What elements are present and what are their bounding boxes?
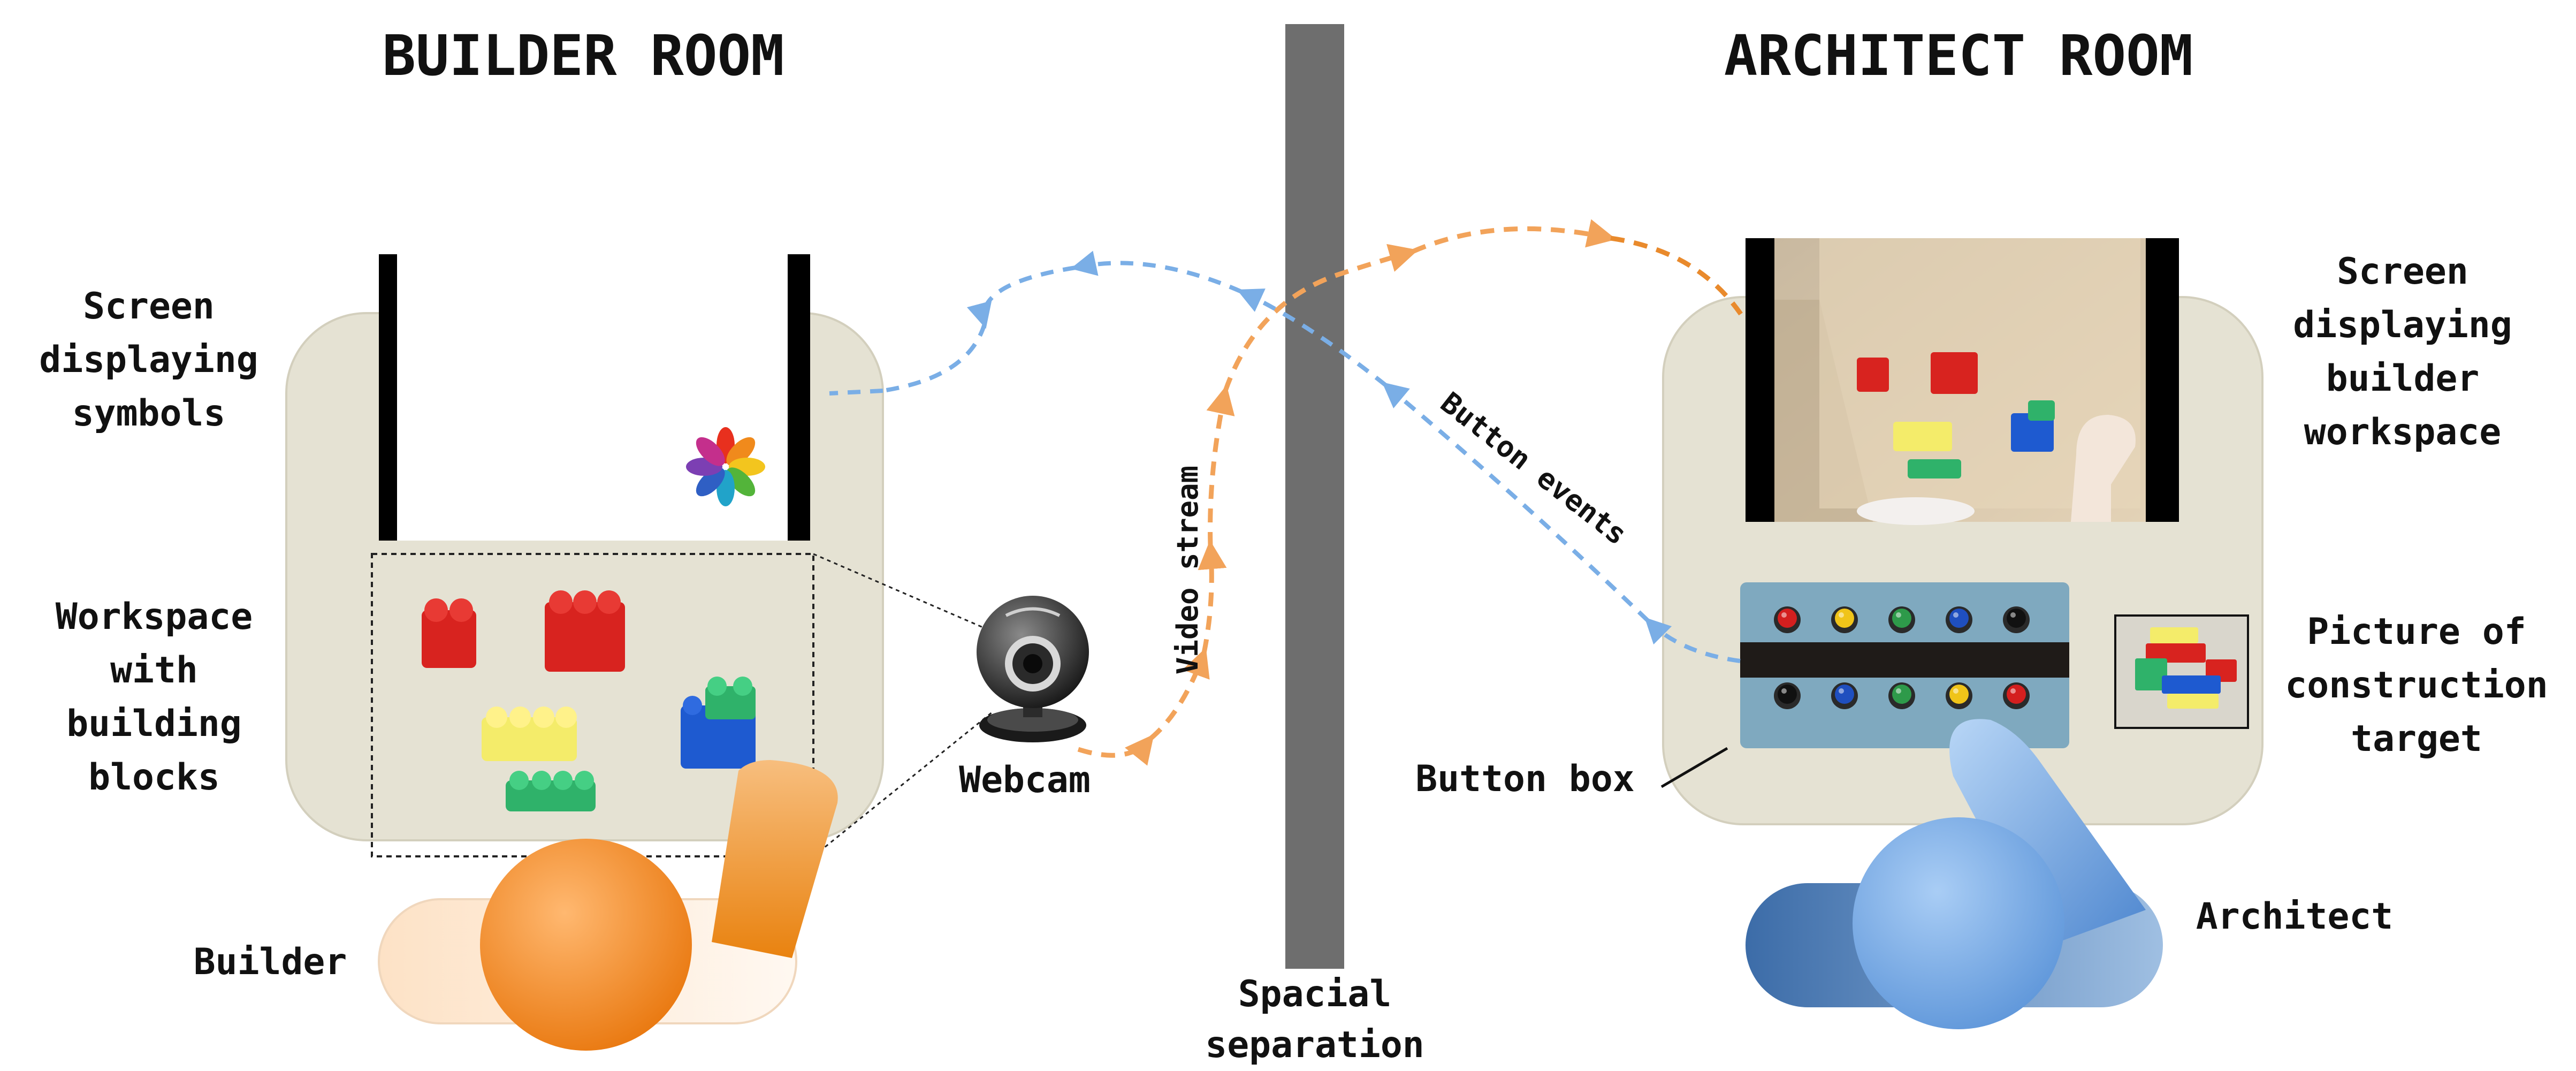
target-picture-caption: Picture of construction target (2285, 611, 2548, 760)
architect-label: Architect (2196, 895, 2393, 938)
feed-block-red-2 (1931, 352, 1978, 394)
block-green (506, 771, 596, 811)
webcam-icon (977, 596, 1089, 742)
block-blue-green-stack (681, 677, 756, 769)
separation-wall (1285, 24, 1344, 969)
bottom-button-4 (1946, 682, 1972, 709)
architect-workspace-screen (1746, 238, 2179, 525)
architect-room-title: ARCHITECT ROOM (1724, 23, 2193, 88)
workspace-projection-line-bottom (813, 711, 993, 857)
top-button-5 (2003, 606, 2030, 633)
button-box-pointer (1660, 747, 1728, 788)
top-button-3 (1888, 606, 1915, 633)
architect-screen-label-line2: displaying (2293, 304, 2512, 346)
builder-screen-label-line3: symbols (72, 392, 226, 435)
block-yellow (482, 707, 577, 761)
top-button-2 (1831, 606, 1858, 633)
feed-block-red-1 (1857, 358, 1889, 392)
builder-workspace-label-line3: building (66, 703, 242, 745)
builder-screen-label-line2: displaying (39, 339, 258, 381)
builder-screen-label-line1: Screen (83, 285, 215, 328)
workspace-projection-line-top (813, 553, 993, 633)
construction-target-picture (2114, 614, 2249, 729)
builder-workspace-caption: Workspace with building blocks (56, 596, 253, 799)
builder-figure (378, 760, 838, 1051)
symbol-pinwheel-icon (686, 427, 765, 506)
feed-block-green (1908, 459, 1961, 478)
button-box-label: Button box (1415, 758, 1634, 800)
top-button-4 (1946, 606, 1972, 633)
builder-workspace-label-line4: blocks (88, 756, 220, 799)
architect-screen-label-line3: builder (2326, 358, 2480, 400)
builder-symbol-screen (379, 254, 810, 541)
architect-screen-label-line1: Screen (2337, 250, 2468, 293)
feed-hand (2071, 415, 2136, 522)
block-red-small (422, 598, 476, 668)
architect-screen-label-line4: workspace (2304, 411, 2501, 453)
button-events-arrow (829, 250, 1741, 663)
builder-room-title: BUILDER ROOM (382, 23, 784, 88)
top-button-1 (1774, 606, 1801, 633)
video-stream-arrow (1077, 219, 1748, 766)
builder-label: Builder (194, 941, 347, 983)
feed-block-yellow (1893, 422, 1952, 451)
separation-label-line1: Spacial (1238, 973, 1392, 1015)
feed-block-green-top (2028, 400, 2055, 421)
separation-label-line2: separation (1205, 1024, 1424, 1066)
block-red-large (545, 590, 625, 672)
builder-screen-caption: Screen displaying symbols (39, 285, 258, 435)
architect-figure (1746, 719, 2163, 1029)
target-picture-label-line3: target (2351, 718, 2482, 760)
feed-block-blue (2011, 413, 2054, 452)
target-picture-label-line2: construction (2285, 664, 2548, 707)
builder-workspace-label-line1: Workspace (56, 596, 253, 638)
bottom-button-2 (1831, 682, 1858, 709)
architect-screen-caption: Screen displaying builder workspace (2293, 250, 2512, 453)
bottom-button-3 (1888, 682, 1915, 709)
webcam-label: Webcam (959, 759, 1091, 801)
button-events-label: Button events (1434, 385, 1633, 551)
target-picture-label-line1: Picture of (2307, 611, 2526, 653)
bottom-button-5 (2003, 682, 2030, 709)
video-stream-label: Video stream (1171, 466, 1205, 674)
builder-workspace-label-line2: with (110, 649, 198, 692)
button-box (1740, 582, 2069, 748)
bottom-button-1 (1774, 682, 1801, 709)
